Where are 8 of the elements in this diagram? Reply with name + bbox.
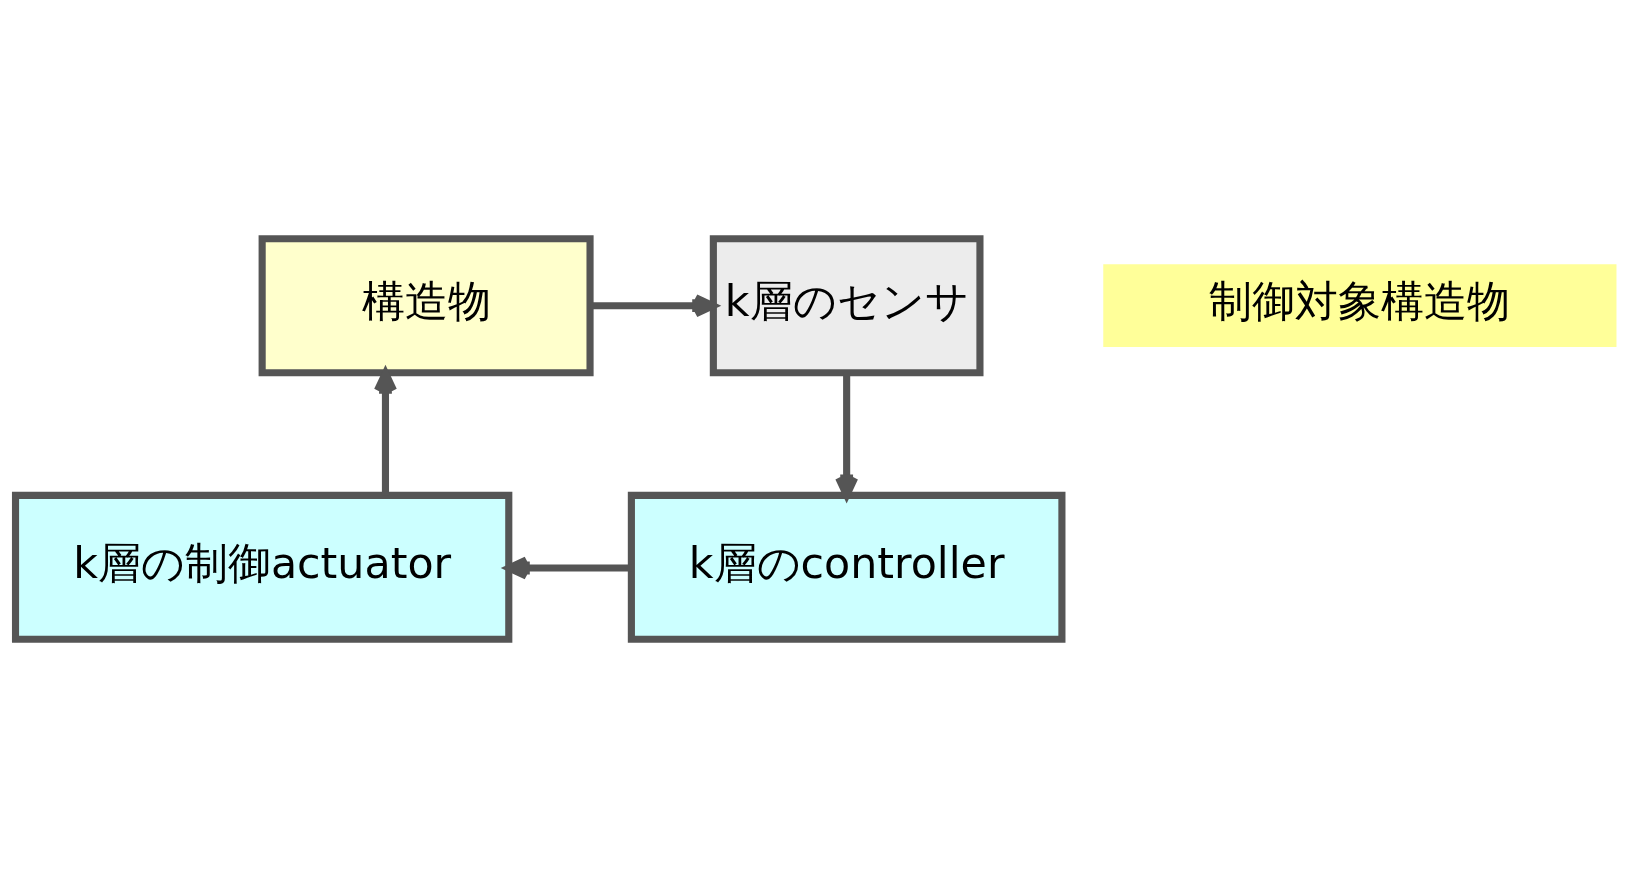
node-box: k層のcontroller xyxy=(627,491,1066,643)
arrow xyxy=(504,556,632,580)
node-box: k層のセンサ xyxy=(709,235,984,377)
arrow xyxy=(373,368,398,496)
arrow xyxy=(590,294,718,318)
node-box: k層の制御actuator xyxy=(11,491,513,643)
node-box: 構造物 xyxy=(258,235,594,377)
node-box: 制御対象構造物 xyxy=(1103,264,1617,348)
